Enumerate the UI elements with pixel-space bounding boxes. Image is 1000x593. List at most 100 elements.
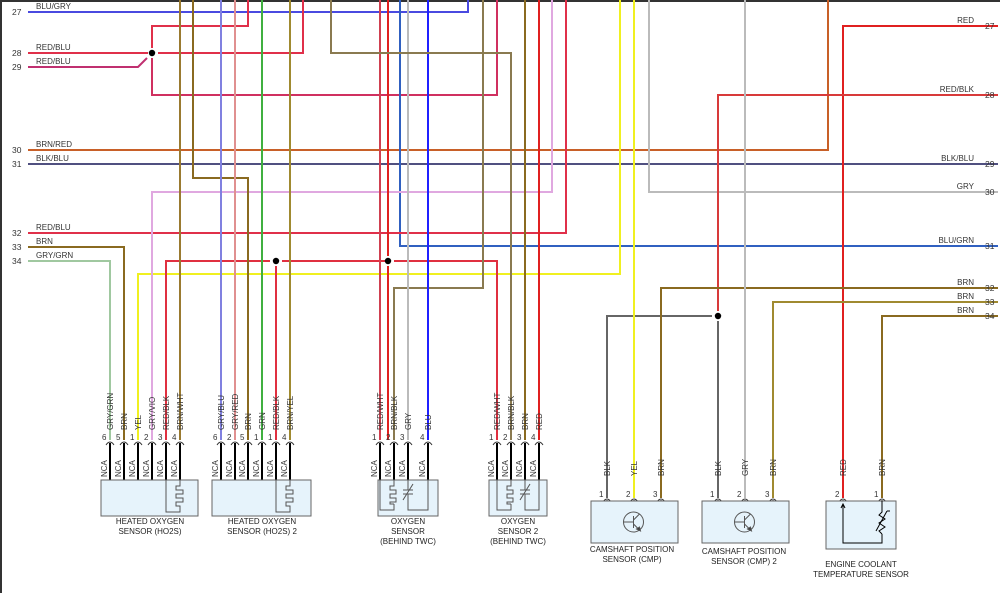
pin-number: 28 <box>985 90 995 100</box>
wire-label: BLK/BLU <box>941 154 974 163</box>
pin-number: 5 <box>116 433 121 442</box>
hall-effect-transistor-icon <box>623 511 644 533</box>
wire-label: BLK <box>603 460 612 476</box>
component-name-line2: SENSOR (HO2S) <box>118 527 181 536</box>
pin-number: 33 <box>985 297 995 307</box>
pin-number: 2 <box>626 490 631 499</box>
pin-number: 4 <box>282 433 287 442</box>
wire-label: BLU/GRN <box>938 236 974 245</box>
wire-right-27-red <box>842 25 998 498</box>
connector-arc <box>161 441 171 446</box>
wire-ect-brn <box>881 315 998 498</box>
connector-arc <box>105 441 115 446</box>
right-connector: 27RED28RED/BLK29BLK/BLU30GRY31BLU/GRN32B… <box>938 16 994 321</box>
pin-3: BRN 3 <box>653 459 666 503</box>
pin-number: 4 <box>172 433 177 442</box>
wire-left-33-brn <box>28 246 125 440</box>
pin-number: 28 <box>12 48 22 58</box>
wire-label: BRN <box>957 306 974 315</box>
connector-arc <box>375 441 385 446</box>
nca-label: NCA <box>252 459 261 477</box>
wire-label: BRN <box>878 459 887 476</box>
component-name-line2: SENSOR <box>391 527 425 536</box>
connector-arc <box>133 441 143 446</box>
component-name-line2: SENSOR (HO2S) 2 <box>227 527 297 536</box>
wire-cmp-brn <box>660 287 998 498</box>
wire-label: BRN <box>36 237 53 246</box>
pin-number: 3 <box>765 490 770 499</box>
wire-label: RED/BLU <box>36 43 71 52</box>
wire-label: BRN/BLK <box>390 395 399 430</box>
wire-label: RED/WHT <box>376 393 385 430</box>
pin-number: 30 <box>12 145 22 155</box>
pin-number: 4 <box>531 433 536 442</box>
wire-label: BRN <box>657 459 666 476</box>
wire-label: GRY/VIO <box>148 397 157 430</box>
pin-number: 3 <box>653 490 658 499</box>
wire-right-30-gry <box>648 0 998 193</box>
wire-label: RED/WHT <box>493 393 502 430</box>
sensor-body <box>590 500 679 544</box>
pin-number: 30 <box>985 187 995 197</box>
connector-arc <box>257 441 267 446</box>
wire-label: BRN/YEL <box>286 395 295 430</box>
wire-label: GRY/RED <box>231 393 240 430</box>
wire-label: BRN/WHT <box>176 393 185 430</box>
left-pin-33: 33 BRN <box>12 237 53 252</box>
wire-right-28-red-blk <box>717 94 998 311</box>
wire-junction-down <box>151 0 498 96</box>
component-name-line1: CAMSHAFT POSITION <box>590 545 675 554</box>
sensor-body <box>825 500 897 550</box>
component-name-line2: TEMPERATURE SENSOR <box>813 570 909 579</box>
pin-number: 33 <box>12 242 22 252</box>
wire-28-mid <box>158 0 304 54</box>
wire-label: BLK <box>714 460 723 476</box>
connector-arc <box>389 441 399 446</box>
wire-cmp2-brn <box>772 301 998 498</box>
sensor-body <box>488 479 548 517</box>
pin-number: 2 <box>835 490 840 499</box>
pin-number: 34 <box>12 256 22 266</box>
splice-dot <box>148 49 156 57</box>
heater-sensor-icon <box>379 480 429 511</box>
component-name-line1: CAMSHAFT POSITION <box>702 547 787 556</box>
pin-number: 1 <box>268 433 273 442</box>
nca-label: NCA <box>238 459 247 477</box>
component-name-line1: HEATED OXYGEN <box>116 517 185 526</box>
pin-number: 3 <box>400 433 405 442</box>
connector-arc <box>492 441 502 446</box>
nca-label: NCA <box>487 459 496 477</box>
heater-element-icon <box>275 480 294 513</box>
wire-ho2s-gry-vio <box>151 0 553 440</box>
pin-1: BLK 1 <box>599 460 612 503</box>
component-name-line2: SENSOR 2 <box>498 527 539 536</box>
connector-arc <box>271 441 281 446</box>
hall-effect-transistor-icon <box>734 511 755 533</box>
pin-number: 1 <box>599 490 604 499</box>
components: GRY/GRN6NCABRN5NCAYEL1NCAGRY/VIO2NCARED/… <box>100 393 909 579</box>
wire-o2s-brn-top <box>330 0 512 440</box>
nca-label: NCA <box>501 459 510 477</box>
pin-number: 2 <box>227 433 232 442</box>
wire-left-32-red-blu <box>28 0 567 234</box>
